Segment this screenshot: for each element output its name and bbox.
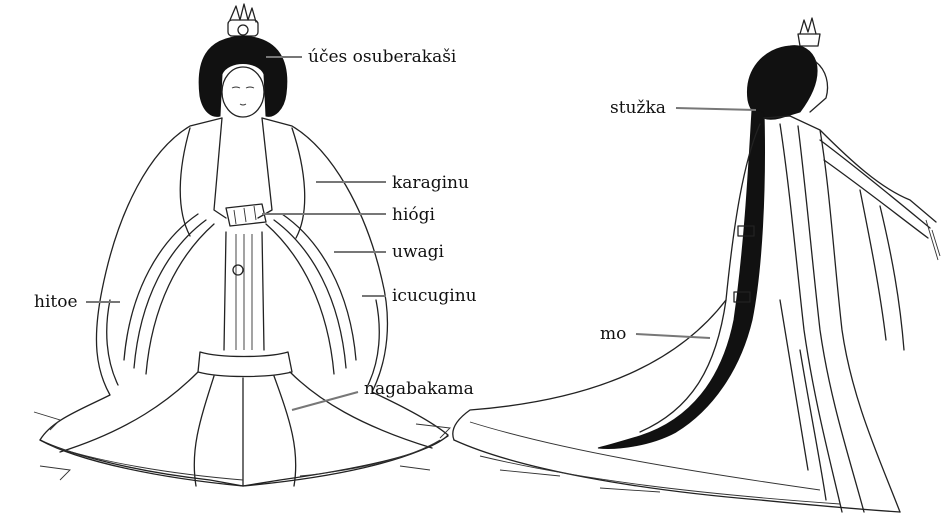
back-figure (453, 18, 940, 512)
front-crown-ornament (228, 4, 258, 36)
back-hair-head (747, 46, 817, 120)
labels: účes osuberakaši karaginu hiógi uwagi ic… (34, 47, 666, 399)
leader-nagabakama (292, 392, 358, 410)
label-mo: mo (600, 324, 626, 344)
label-hiogi: hiógi (392, 205, 436, 225)
label-ouces-osuberakashi: účes osuberakaši (308, 47, 457, 67)
label-karaginu: karaginu (392, 173, 469, 193)
front-hair (199, 36, 287, 116)
front-hiogi-fan (226, 204, 266, 226)
label-icucuginu: icucuginu (392, 286, 477, 306)
label-nagabakama: nagabakama (364, 379, 474, 399)
back-outer-robe (640, 116, 936, 512)
front-figure (34, 4, 450, 486)
label-hitoe: hitoe (34, 292, 78, 312)
back-long-hair (598, 110, 765, 448)
leader-stuzka (676, 108, 756, 110)
front-waist-band (198, 352, 292, 377)
label-uwagi: uwagi (392, 242, 445, 262)
front-face (222, 67, 264, 117)
label-stuzka: stužka (610, 98, 666, 118)
leader-mo (636, 334, 710, 338)
